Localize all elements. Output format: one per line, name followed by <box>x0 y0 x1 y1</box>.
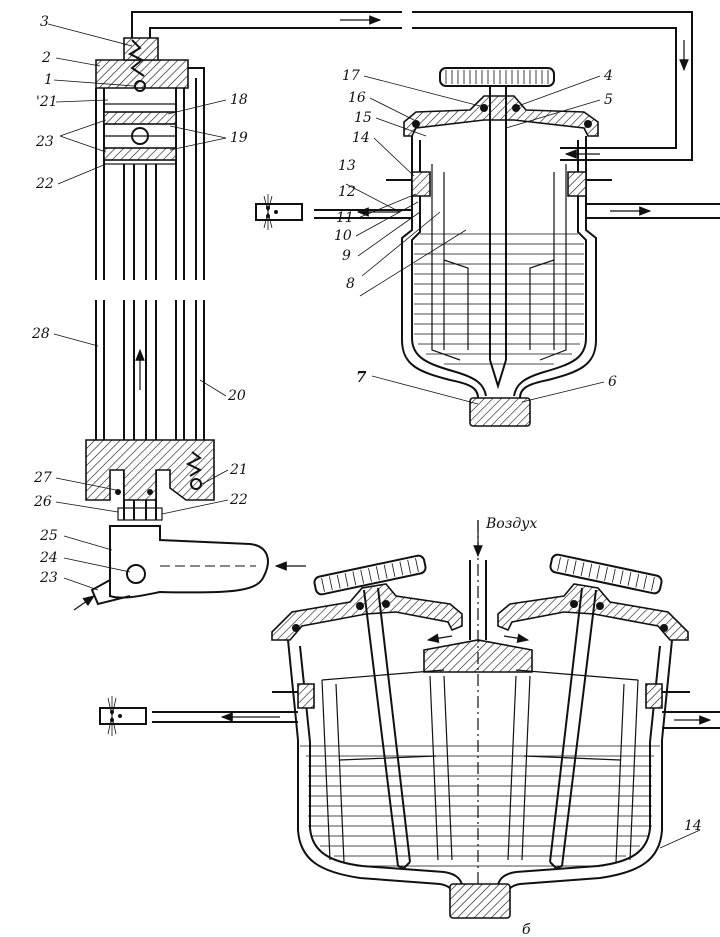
label-14-bottom: 14 <box>684 818 702 834</box>
label-3: 3 <box>40 14 49 30</box>
label-9: 9 <box>342 248 351 264</box>
label-7: 7 <box>356 368 367 386</box>
label-21-bottom: 21 <box>229 462 248 478</box>
part-labels: 3 2 1 '21 23 22 18 19 28 20 21 27 26 22 … <box>31 14 702 937</box>
double-filter-unit <box>99 520 720 919</box>
label-23-bottom: 23 <box>39 570 58 586</box>
label-6: 6 <box>608 374 617 390</box>
label-15: 15 <box>354 110 372 126</box>
single-filter-unit <box>255 67 720 427</box>
label-8: 8 <box>346 276 355 292</box>
label-24: 24 <box>39 550 58 566</box>
leader-lines <box>47 23 701 849</box>
label-25: 25 <box>39 528 58 544</box>
bottom-mark: б <box>522 922 531 937</box>
label-4: 4 <box>603 68 613 84</box>
label-22-bottom: 22 <box>229 492 248 508</box>
label-28: 28 <box>31 326 50 342</box>
label-14: 14 <box>352 130 370 146</box>
label-18: 18 <box>230 92 248 108</box>
label-12: 12 <box>338 184 356 200</box>
label-23-left: 23 <box>35 134 54 150</box>
label-1: 1 <box>44 72 53 88</box>
label-26: 26 <box>33 494 52 510</box>
label-20: 20 <box>227 388 246 404</box>
label-11: 11 <box>336 210 354 226</box>
label-10: 10 <box>334 228 352 244</box>
hand-pump <box>73 37 306 611</box>
label-17: 17 <box>342 68 360 84</box>
label-19: 19 <box>230 130 248 146</box>
label-16: 16 <box>348 90 366 106</box>
label-13: 13 <box>338 158 356 174</box>
label-2: 2 <box>41 50 51 66</box>
air-supply-pipe <box>131 11 693 161</box>
air-label: Воздух <box>485 516 537 532</box>
label-27: 27 <box>33 470 52 486</box>
label-21-top: '21 <box>36 94 58 110</box>
label-5: 5 <box>604 92 613 108</box>
label-22-top: 22 <box>35 176 54 192</box>
